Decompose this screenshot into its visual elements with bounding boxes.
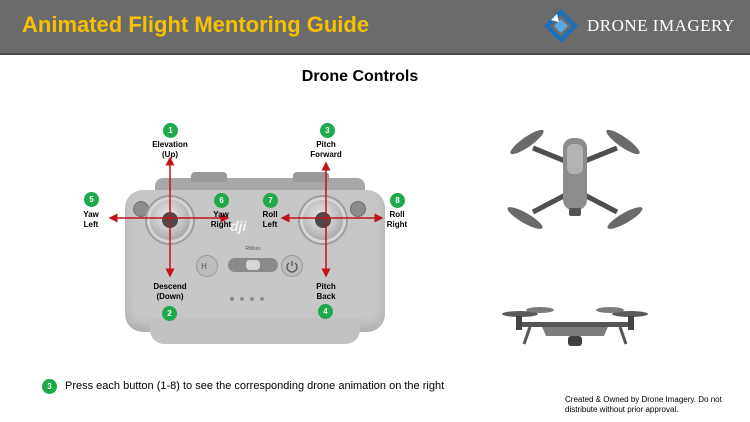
control-button-5[interactable]: 5 [84,192,99,207]
controller-fn-button-left [133,201,149,217]
battery-led-4 [260,297,264,301]
svg-text:H: H [201,262,207,271]
drone-top-view-image [507,129,643,229]
flight-mode-switch [228,258,278,272]
instruction-badge: 3 [42,379,57,394]
return-home-button: H [196,255,218,277]
controller-fn-button-right [350,201,366,217]
control-button-1[interactable]: 1 [163,123,178,138]
battery-led-2 [240,297,244,301]
return-home-icon: H [201,262,207,271]
controller-bumper-left [191,172,227,182]
power-icon [286,261,298,273]
controller-bumper-right [293,172,329,182]
power-button [281,255,303,277]
control-label-elevation: Elevation (Up) [152,140,188,159]
controller-bottom [150,318,360,344]
page-title: Animated Flight Mentoring Guide [22,12,370,37]
control-label-roll-left: Roll Left [262,210,278,229]
copyright-notice: Created & Owned by Drone Imagery. Do not… [565,395,722,414]
control-button-3[interactable]: 3 [320,123,335,138]
drone-side-view-image [502,307,648,346]
control-label-yaw-left: Yaw Left [83,210,99,229]
control-button-8[interactable]: 8 [390,193,405,208]
control-label-roll-right: Roll Right [386,210,408,229]
control-label-descend: Descend (Down) [153,282,187,301]
control-label-pitch-back: Pitch Back [316,282,336,301]
brand-name: DRONE IMAGERY [587,16,735,35]
drone-imagery-logo-icon [544,9,578,43]
battery-led-1 [230,297,234,301]
battery-led-3 [250,297,254,301]
control-label-pitch-forward: Pitch Forward [310,140,342,159]
control-button-6[interactable]: 6 [214,193,229,208]
controller-model-label: RMxxx [245,246,261,252]
control-label-yaw-right: Yaw Right [210,210,232,229]
control-button-4[interactable]: 4 [318,304,333,319]
control-button-7[interactable]: 7 [263,193,278,208]
control-button-2[interactable]: 2 [162,306,177,321]
header-bar: Animated Flight Mentoring Guide DRONE IM… [0,0,750,55]
dji-logo: dji [230,218,247,234]
instruction-text: Press each button (1-8) to see the corre… [65,380,445,392]
section-title: Drone Controls [301,68,419,85]
right-control-stick [303,200,343,240]
